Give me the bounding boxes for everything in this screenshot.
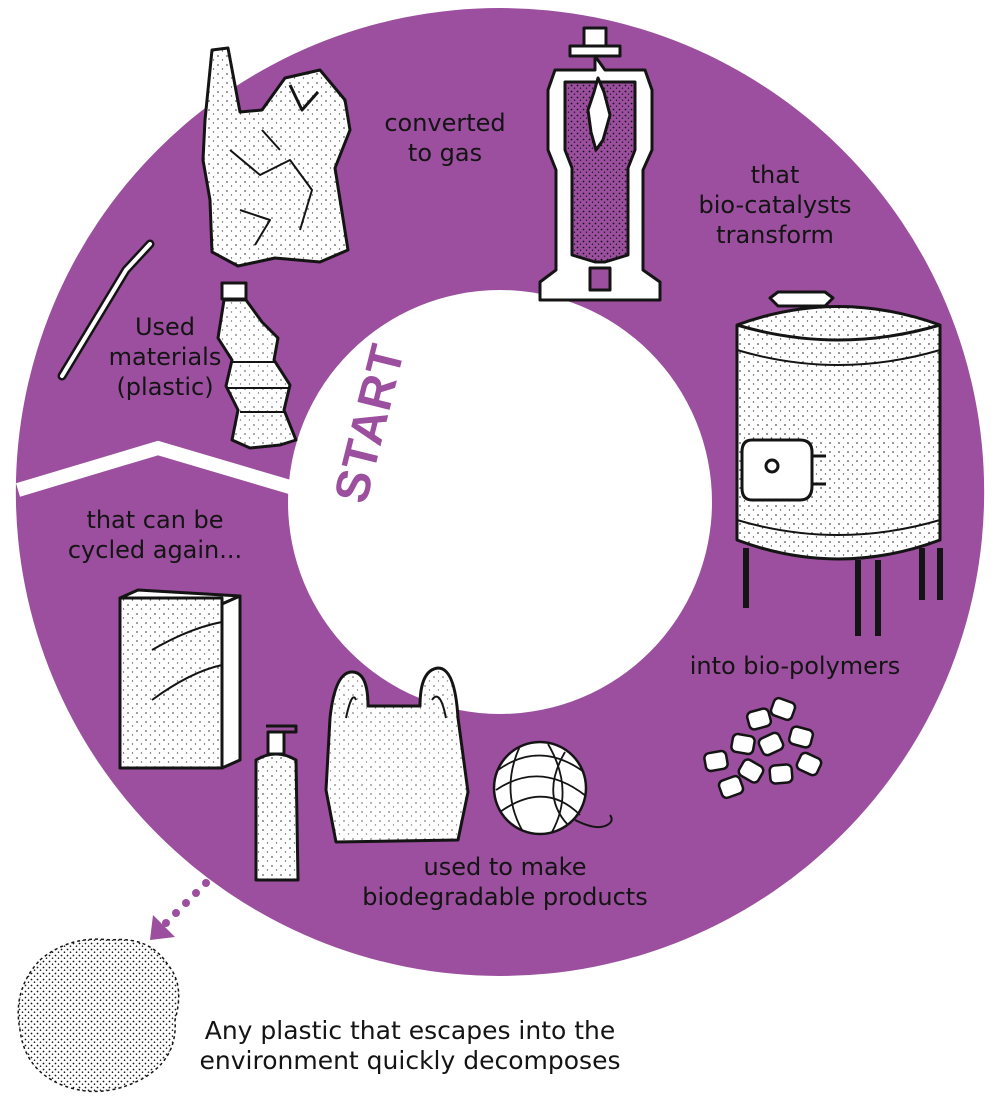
bio-polymers-label: into bio-polymers — [689, 652, 901, 680]
shopping-bag-icon — [324, 666, 470, 844]
plastic-bottle-icon — [216, 281, 298, 450]
polymer-pellets-icon — [703, 696, 823, 800]
cycle-divider — [15, 440, 302, 497]
plastic-bag-icon — [201, 46, 352, 268]
carton-box-icon — [118, 588, 242, 770]
steel-tank-icon — [735, 290, 943, 636]
decomposing-clump-icon — [17, 938, 180, 1093]
pump-bottle-icon — [254, 724, 300, 882]
yarn-ball-icon — [492, 740, 613, 836]
straw-icon — [57, 239, 155, 381]
gasifier-reactor-icon — [538, 26, 662, 302]
dotted-arrow-icon — [150, 879, 210, 940]
